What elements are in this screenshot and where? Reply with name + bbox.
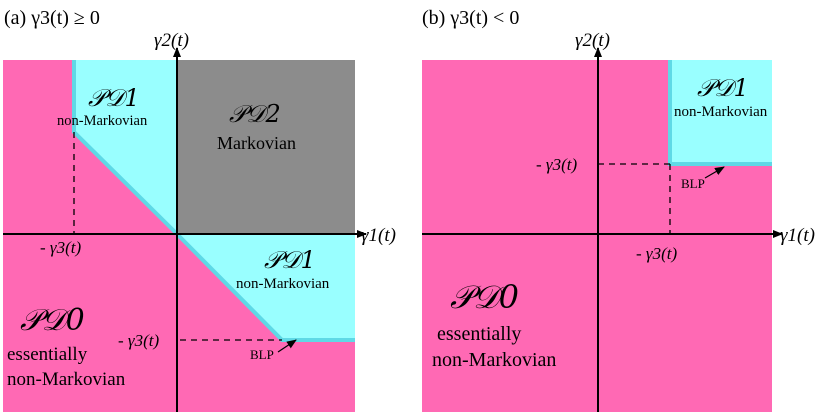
x-axis-label-b: γ1(t) bbox=[780, 225, 815, 246]
panel-a-title: (a) γ3(t) ≥ 0 bbox=[4, 7, 100, 29]
pd1-desc-b: non-Markovian bbox=[674, 104, 768, 120]
blp-arrow-b bbox=[704, 166, 725, 179]
panel-b: (b) γ3(t) < 0 γ2(t) γ1(t) 𝒫𝒟1 non-Markov… bbox=[422, 7, 815, 412]
pd1-right-desc: non-Markovian bbox=[236, 276, 330, 292]
tick-label-x-a: - γ3(t) bbox=[40, 238, 81, 257]
pd0-name-b: 𝒫𝒟0 bbox=[450, 278, 519, 316]
pd2-region bbox=[177, 60, 355, 234]
pd1-region-right bbox=[177, 234, 355, 340]
blp-label-a: BLP bbox=[250, 347, 274, 362]
blp-label-b: BLP bbox=[681, 176, 705, 191]
panel-a: (a) γ3(t) ≥ 0 γ2(t) γ1(t) 𝒫𝒟1 non-Markov… bbox=[3, 7, 396, 412]
pd1-region-b bbox=[670, 60, 772, 164]
x-axis-label-a: γ1(t) bbox=[361, 225, 396, 246]
y-axis-label-a: γ2(t) bbox=[154, 30, 189, 51]
pd1-name-b: 𝒫𝒟1 bbox=[697, 74, 749, 102]
pd1-top-desc: non-Markovian bbox=[57, 113, 148, 129]
y-axis-label-b: γ2(t) bbox=[575, 30, 610, 51]
blp-arrow-a bbox=[277, 339, 297, 353]
tick-label-y-b: - γ3(t) bbox=[536, 155, 577, 174]
pd1-region-top bbox=[74, 60, 177, 234]
pd0-desc-line2-a: non-Markovian bbox=[7, 369, 126, 390]
pd1-right-name: 𝒫𝒟1 bbox=[264, 246, 316, 274]
pd2-name: 𝒫𝒟2 bbox=[229, 100, 281, 128]
pd0-name-a: 𝒫𝒟0 bbox=[20, 303, 85, 338]
pd0-desc-line1-b: essentially bbox=[437, 323, 521, 345]
tick-label-x-b: - γ3(t) bbox=[636, 244, 677, 263]
panel-b-title: (b) γ3(t) < 0 bbox=[422, 7, 519, 29]
tick-label-y-a: - γ3(t) bbox=[118, 331, 159, 350]
pd0-desc-line1-a: essentially bbox=[7, 344, 88, 365]
pd2-desc: Markovian bbox=[217, 133, 296, 153]
pd0-desc-line2-b: non-Markovian bbox=[432, 349, 556, 371]
pd1-top-name: 𝒫𝒟1 bbox=[88, 84, 140, 112]
